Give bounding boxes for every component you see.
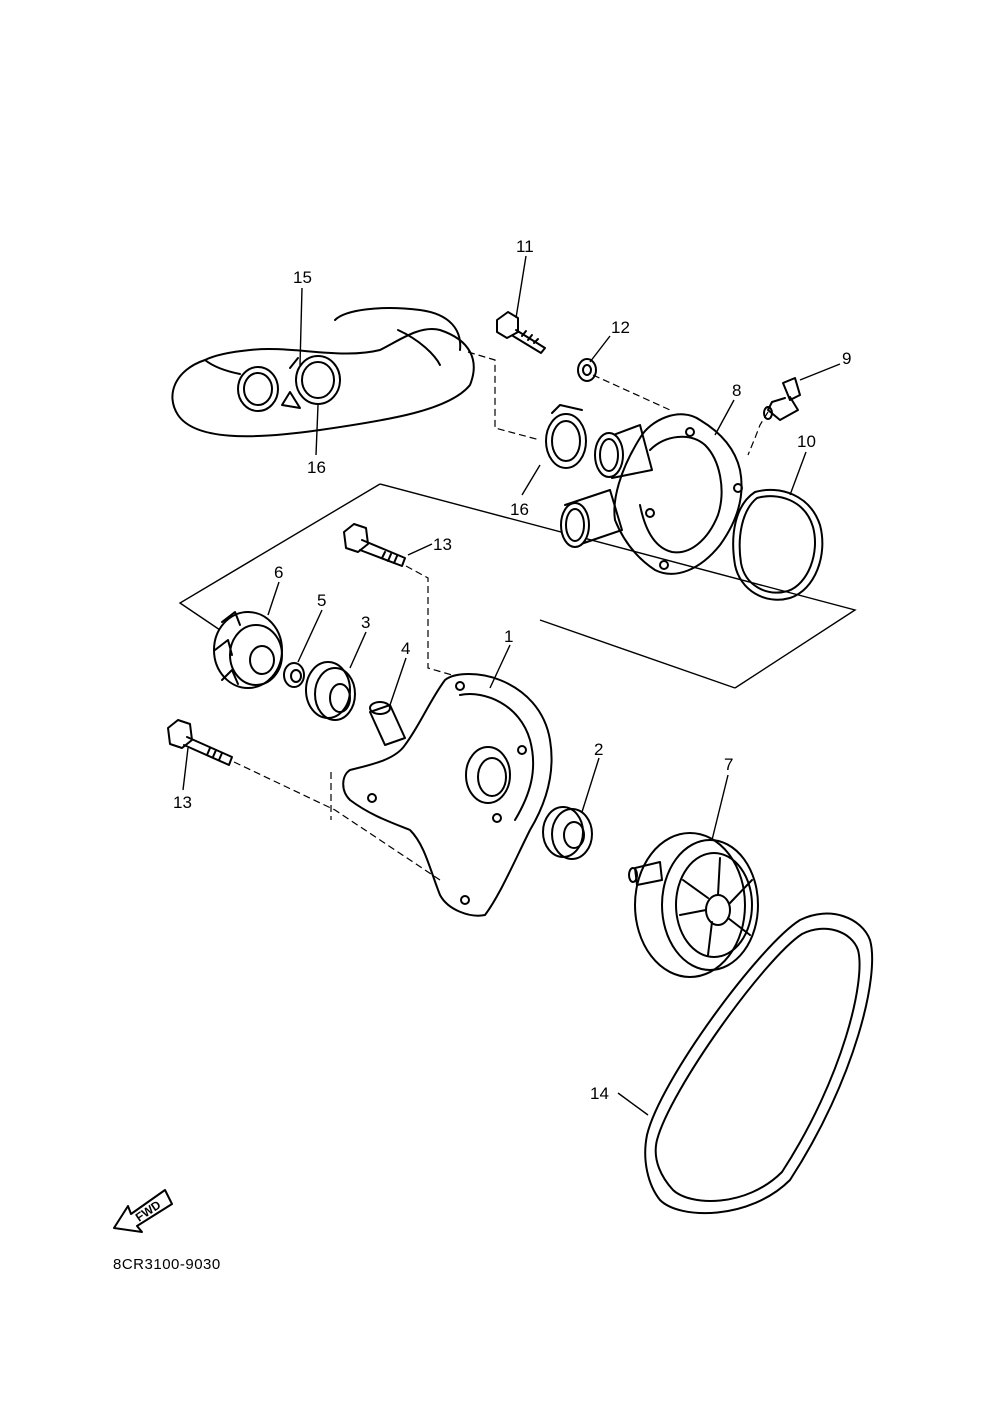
callout-16-lower: 16 [510,500,529,519]
bearing-part-2 [542,806,593,860]
callout-4: 4 [401,639,410,658]
washer-part-5 [283,662,305,688]
impeller-part-6 [213,611,283,689]
hose-clamp-part-16-upper [281,355,341,409]
callout-6: 6 [274,563,283,582]
leader-lines [182,255,841,1116]
callout-16-upper: 16 [307,458,326,477]
callout-5: 5 [317,591,326,610]
callout-3: 3 [361,613,370,632]
callout-15: 15 [293,268,312,287]
callout-11: 11 [516,237,534,256]
bolt-part-13-lower [167,719,233,766]
callout-12: 12 [611,318,630,337]
bolt-part-13-upper [343,523,406,567]
seal-part-3 [305,661,356,721]
gasket-part-10 [732,488,824,601]
pump-cover-part-8 [560,413,743,575]
fitting-part-9 [763,377,801,421]
assembly-outline [178,483,857,689]
forward-arrow-icon: FWD [113,1189,173,1233]
callout-2: 2 [594,740,603,759]
diagram-reference-code: 8CR3100-9030 [113,1256,221,1273]
v-belt-part-14 [644,912,874,1215]
collar-part-4 [369,701,406,746]
callout-14: 14 [590,1084,609,1103]
callout-10: 10 [797,432,816,451]
callout-7: 7 [724,755,733,774]
dashed-connectors [233,351,769,881]
pulley-part-7 [628,832,759,978]
callout-1: 1 [504,627,513,646]
hose-clamp-part-16-lower [545,404,587,469]
callout-9: 9 [842,349,851,368]
callout-8: 8 [732,381,741,400]
hose-part-15 [171,307,475,438]
pump-housing-part-1 [342,673,553,917]
bolt-part-11 [496,311,546,354]
callout-13-lower: 13 [173,793,192,812]
callout-13-upper: 13 [433,535,452,554]
callout-labels: 1 2 3 4 5 6 7 8 9 10 11 12 13 13 14 15 1… [173,237,851,1103]
washer-part-12 [577,358,597,382]
